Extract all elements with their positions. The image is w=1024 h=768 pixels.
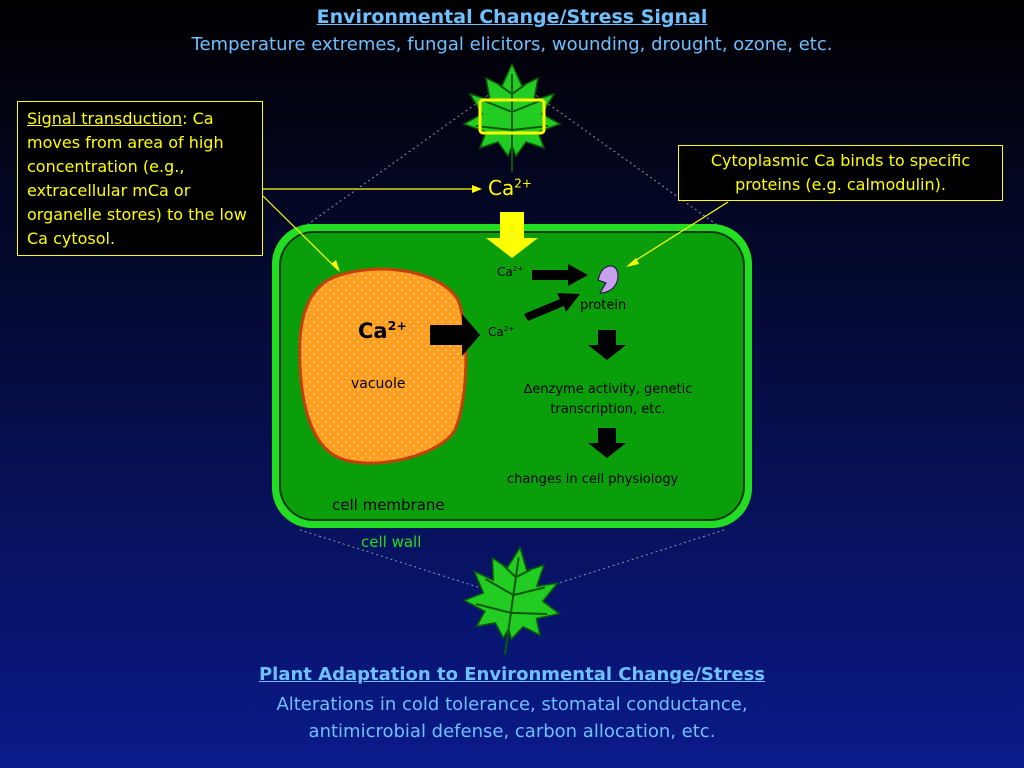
- down-arrow-2: [588, 428, 626, 458]
- ca-entry-arrow: [486, 212, 538, 258]
- adaptation-title: Plant Adaptation to Environmental Change…: [258, 664, 766, 685]
- connector-arrowhead-protein: [626, 258, 639, 267]
- adaptation-line-1: Alterations in cold tolerance, stomatal …: [276, 694, 748, 715]
- ca-base-text: Ca: [358, 319, 388, 343]
- signal-transduction-note: Signal transduction: Ca moves from area …: [17, 101, 263, 256]
- ca-label-small-2: Ca2+: [488, 324, 514, 339]
- adaptation-subtitle: Alterations in cold tolerance, stomatal …: [0, 691, 1024, 745]
- enzyme-activity-label: ∆enzyme activity, genetic transcription,…: [498, 380, 718, 420]
- leaf-highlight-box: [478, 98, 546, 135]
- page-subtitle: Temperature extremes, fungal elicitors, …: [191, 34, 833, 55]
- ca-charge-text: 2+: [387, 318, 407, 333]
- ca-charge-text: 2+: [512, 264, 524, 273]
- vacuole-label: vacuole: [351, 376, 406, 392]
- vacuole-ca-arrow: [430, 314, 480, 356]
- ca-to-protein-arrow-2: [524, 293, 580, 321]
- down-arrow-1: [588, 330, 626, 360]
- ca-base-text: Ca: [488, 325, 504, 339]
- enzyme-line-1: ∆enzyme activity, genetic: [523, 382, 693, 397]
- ca-to-protein-arrow-1: [532, 264, 588, 286]
- connector-line-vacuole: [262, 195, 339, 271]
- ca-base-text: Ca: [488, 176, 515, 200]
- connector-line-protein: [629, 201, 729, 265]
- protein-shape: [597, 265, 619, 294]
- ca-base-text: Ca: [497, 265, 513, 279]
- cell-wall-label: cell wall: [361, 533, 422, 551]
- ca-charge-text: 2+: [514, 176, 532, 191]
- ca-charge-text: 2+: [503, 324, 515, 333]
- connector-arrowhead-vacuole: [331, 260, 340, 272]
- cytoplasmic-ca-note: Cytoplasmic Ca binds to specific protein…: [678, 145, 1003, 201]
- adaptation-line-2: antimicrobial defense, carbon allocation…: [308, 721, 716, 742]
- cell-physiology-label: changes in cell physiology: [507, 472, 679, 487]
- page-title: Environmental Change/Stress Signal: [316, 6, 708, 28]
- enzyme-line-2: transcription, etc.: [550, 402, 666, 417]
- signal-transduction-heading: Signal transduction: [27, 109, 183, 128]
- ca-label-small-1: Ca2+: [497, 264, 523, 279]
- ca-label-vacuole: Ca2+: [358, 318, 407, 343]
- leaf-bottom-icon: [456, 539, 569, 663]
- signal-transduction-body: : Ca moves from area of high concentrati…: [27, 109, 247, 248]
- cell-membrane-label: cell membrane: [332, 496, 445, 514]
- vacuole: [298, 267, 468, 465]
- ca-label-top: Ca2+: [488, 176, 532, 200]
- protein-label: protein: [580, 298, 627, 313]
- leaf-top-icon: [463, 63, 561, 173]
- connector-arrowhead-top: [472, 185, 482, 193]
